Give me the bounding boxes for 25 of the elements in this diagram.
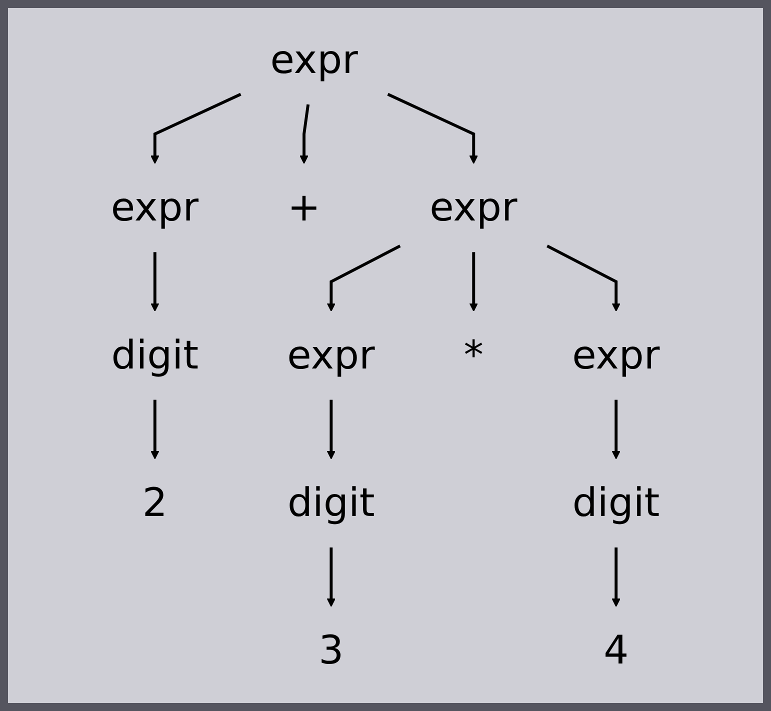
arrow (326, 547, 336, 607)
arrow (387, 92, 478, 164)
node-text: digit (111, 332, 199, 378)
arrow (150, 252, 160, 312)
node-text: expr (287, 332, 376, 378)
arrow (150, 92, 242, 164)
node-text: + (288, 185, 321, 230)
node-text: digit (288, 480, 375, 526)
node-text: digit (572, 480, 660, 526)
node-text: * (464, 332, 484, 378)
arrow (546, 244, 620, 312)
arrow (150, 400, 160, 460)
arrow (326, 400, 336, 460)
node-text: expr (110, 185, 199, 230)
node-text: expr (270, 38, 358, 83)
node-text: 4 (604, 628, 629, 674)
arrow (326, 244, 401, 312)
node-text: expr (572, 332, 660, 378)
node-text: 2 (142, 480, 168, 526)
arrow (300, 104, 310, 164)
node-text: expr (430, 185, 518, 230)
node-text: 3 (318, 628, 344, 674)
arrow (612, 547, 620, 607)
arrow (612, 400, 620, 460)
arrow (469, 252, 478, 312)
